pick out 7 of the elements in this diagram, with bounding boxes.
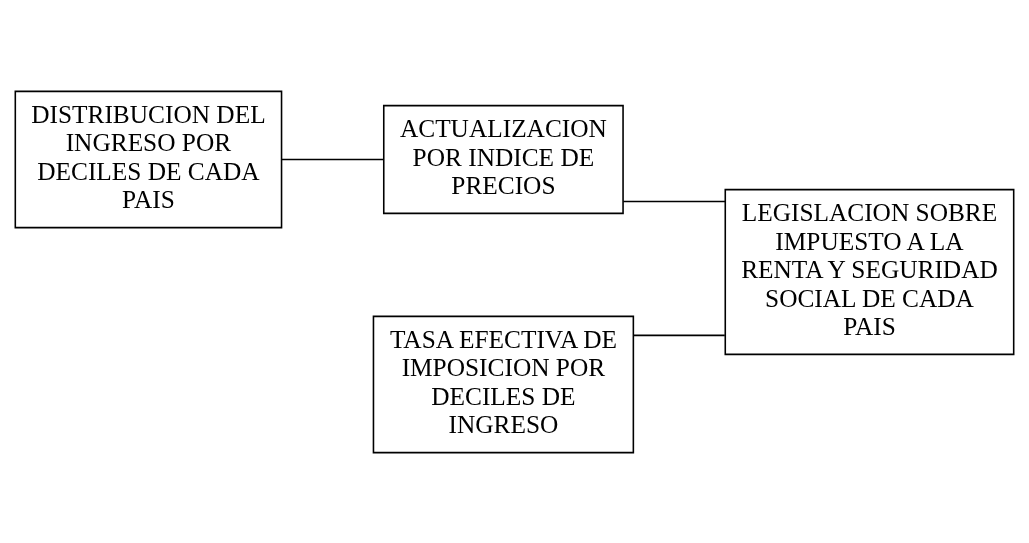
connector (632, 334, 726, 336)
node-box: DISTRIBUCION DEL INGRESO POR DECILES DE CADA PAIS (14, 90, 283, 228)
node-box: ACTUALIZACION POR INDICE DE PRECIOS (382, 104, 624, 214)
node-box: TASA EFECTIVA DE IMPOSICION POR DECILES DE INGRESO (372, 315, 635, 453)
connector (280, 158, 385, 160)
node-box: LEGISLACION SOBRE IMPUESTO A LA RENTA Y SEGURIDAD SOCIAL DE CADA PAIS (724, 188, 1015, 355)
connector (622, 200, 726, 202)
